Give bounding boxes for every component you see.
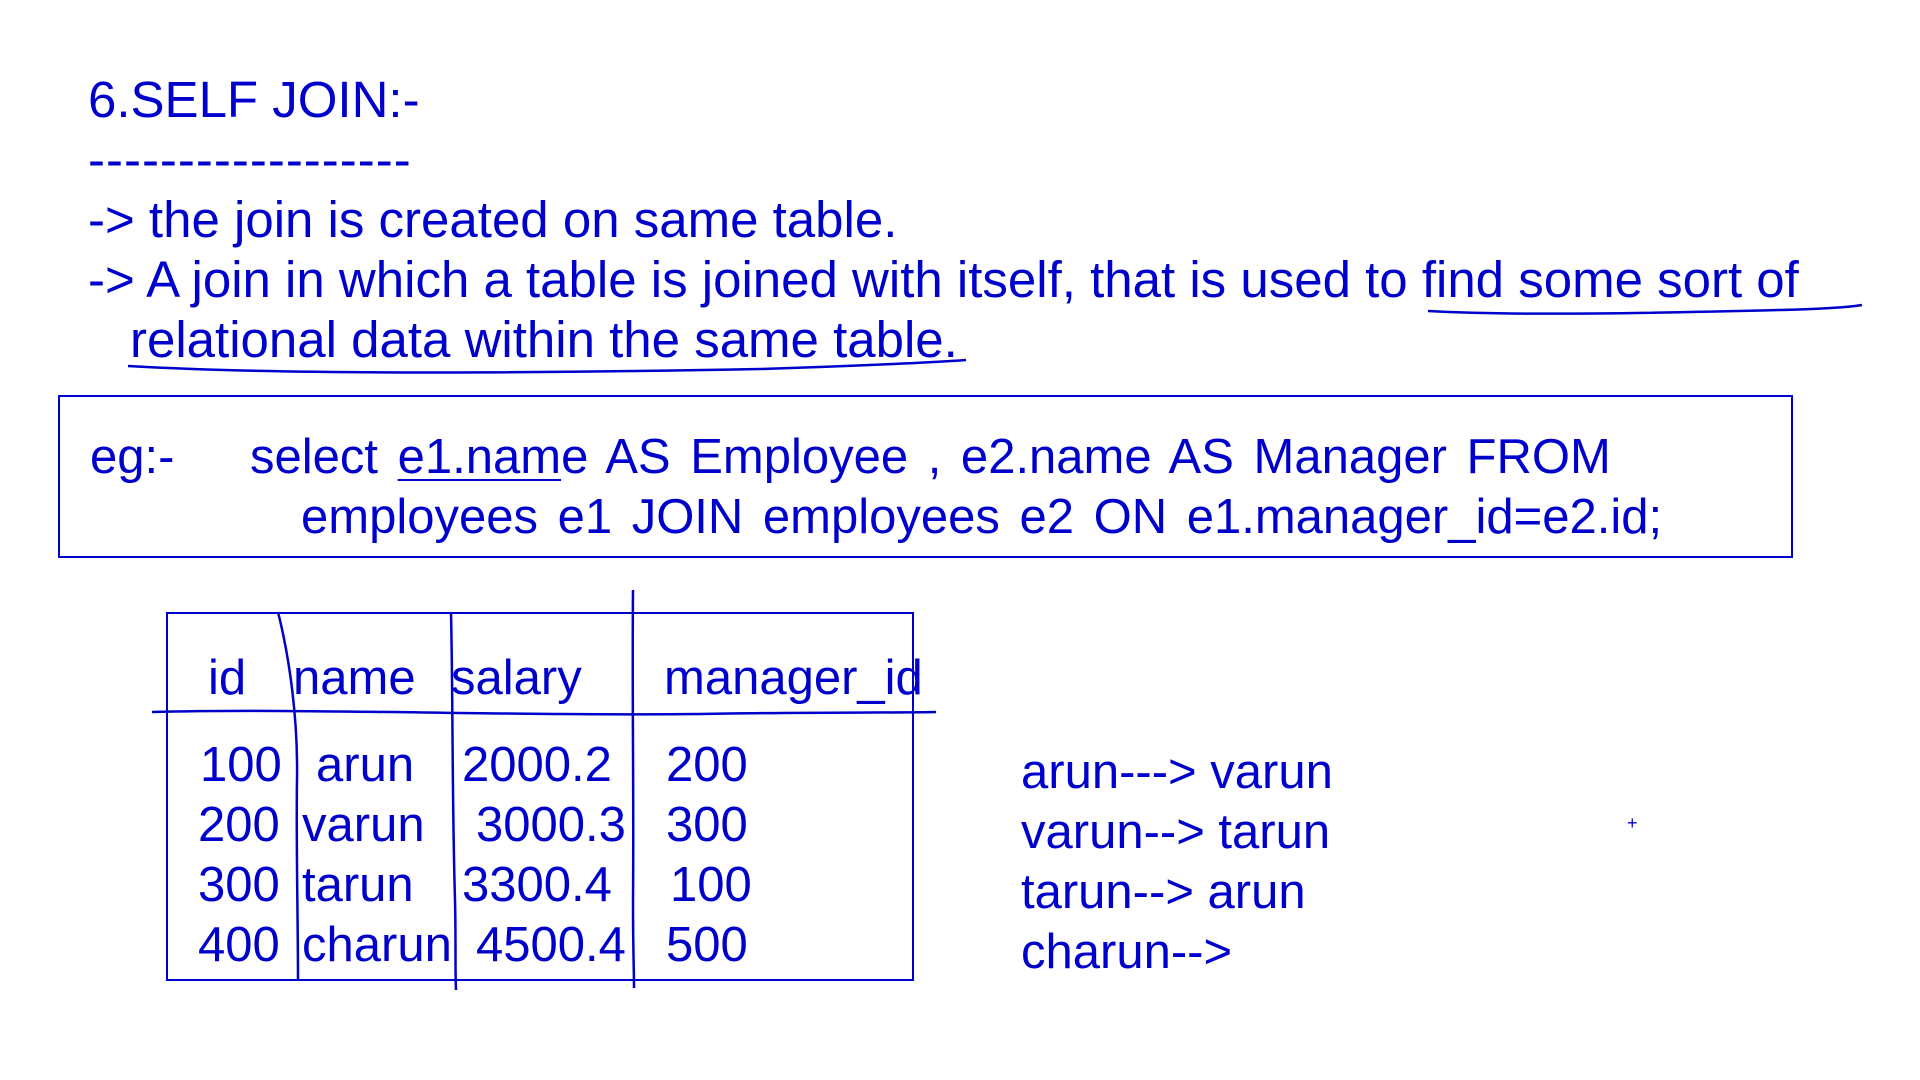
table-cell: 2000.2 bbox=[462, 738, 612, 792]
relation-line: arun---> varun bbox=[1021, 745, 1333, 799]
page-title: 6.SELF JOIN:- bbox=[88, 71, 420, 128]
bullet-definition: -> A join in which a table is joined wit… bbox=[88, 251, 1799, 308]
sql-line-2: employees e1 JOIN employees e2 ON e1.man… bbox=[301, 490, 1663, 544]
relation-line: varun--> tarun bbox=[1021, 805, 1331, 859]
table-cell: varun bbox=[302, 798, 425, 852]
bullet-definition-continued: relational data within the same table. bbox=[130, 311, 958, 368]
sql-line-1-pre: select bbox=[250, 430, 398, 484]
table-cell: 100 bbox=[670, 858, 752, 912]
employees-table: id name salary manager_id 100 arun 2000.… bbox=[166, 612, 923, 981]
title-divider: ------------------ bbox=[88, 131, 412, 188]
table-cell: 3000.3 bbox=[476, 798, 626, 852]
sql-underlined-column: e1.nam bbox=[397, 430, 562, 484]
table-cell: tarun bbox=[302, 858, 414, 912]
example-label: eg:- bbox=[90, 430, 175, 484]
table-cell: arun bbox=[316, 738, 415, 792]
table-cell: 3300.4 bbox=[462, 858, 612, 912]
table-cell: 200 bbox=[666, 738, 748, 792]
table-cell: 4500.4 bbox=[476, 918, 626, 972]
table-header-id: id bbox=[208, 651, 247, 705]
table-header-name: name bbox=[293, 651, 416, 705]
sql-line-1: select e1.name AS Employee , e2.name AS … bbox=[250, 433, 1611, 482]
table-cell: charun bbox=[302, 918, 452, 972]
table-header-salary: salary bbox=[451, 651, 582, 705]
bullet-same-table: -> the join is created on same table. bbox=[88, 191, 898, 248]
sql-line-1-post: e AS Employee , e2.name AS Manager FROM bbox=[561, 430, 1611, 484]
table-cell: 500 bbox=[666, 918, 748, 972]
table-cell: 200 bbox=[198, 798, 280, 852]
relation-line: tarun--> arun bbox=[1021, 865, 1306, 919]
table-cell: 100 bbox=[200, 738, 282, 792]
table-cell: 300 bbox=[666, 798, 748, 852]
table-header-manager-id: manager_id bbox=[664, 651, 923, 705]
relation-line: charun--> bbox=[1021, 925, 1233, 979]
table-cell: 400 bbox=[198, 918, 280, 972]
table-cell: 300 bbox=[198, 858, 280, 912]
plus-mark: + bbox=[1627, 813, 1638, 833]
example-box: eg:- select e1.name AS Employee , e2.nam… bbox=[58, 395, 1793, 558]
